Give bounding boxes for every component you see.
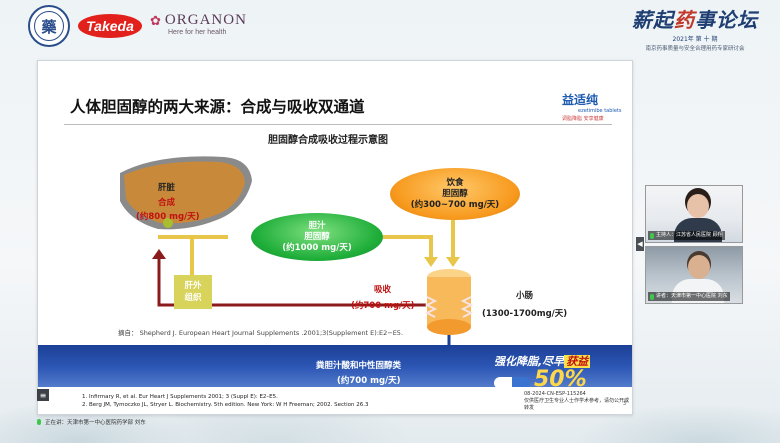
bottom-toolbar: 正在讲：天津市第一中心医院药学部 刘东: [37, 416, 742, 427]
promo-head-a: 强化降脂,: [494, 355, 543, 368]
diagram-citation: 摘自： Shepherd J. European Heart Journal S…: [118, 329, 404, 337]
forum-title-c: 药: [674, 8, 695, 32]
diet-amount: (约300~700 mg/天): [410, 199, 500, 210]
product-slogan: 调脂降脂 安享健康: [562, 116, 604, 122]
title-divider: [64, 124, 612, 125]
mic-icon: [650, 232, 654, 239]
active-speaker-text: 正在讲：天津市第一中心医院药学部 刘东: [45, 419, 146, 426]
doc-note: 仅供医疗卫生专业人士作学术参考，请勿公开或转发: [524, 398, 630, 411]
university-logo-char: 藥: [34, 11, 64, 41]
liver-shape: [120, 156, 252, 230]
video-label-text: 主持人：江苏省人民医院 顾翔: [656, 232, 723, 238]
promo-head-c: 获益: [564, 355, 591, 368]
slide-title: 人体胆固醇的两大来源：合成与吸收双通道: [70, 98, 365, 116]
reference-1: 1. Infirmary R, et al. Eur Heart J Suppl…: [82, 394, 278, 400]
promo-banner: 强化降脂,尽早获益 50%: [494, 353, 630, 392]
diet-cholesterol-node: 饮食 胆固醇 (约300~700 mg/天): [390, 168, 520, 220]
participant-head: [688, 255, 710, 279]
forum-edition: 2021年 第 十 期: [672, 36, 718, 43]
product-logo: 益适纯 ezetimibe tablets 调脂降脂 安享健康: [562, 91, 621, 122]
product-logo-en: ezetimibe tablets: [578, 108, 622, 114]
liver-label: 肝脏: [158, 183, 176, 193]
liver-synthesis-label: 合成: [158, 198, 176, 208]
bile-amount: (约1000 mg/天): [282, 242, 352, 253]
diet-line1: 饮食: [446, 177, 464, 188]
bile-cholesterol-node: 胆汁 胆固醇 (约1000 mg/天): [251, 213, 383, 261]
bile-line2: 胆固醇: [304, 231, 330, 242]
diagram-arrows: [120, 156, 474, 363]
gallbladder: [163, 218, 173, 228]
header-bar: 藥 Takeda ✿ORGANON Here for her health 薪起…: [0, 0, 780, 52]
organon-tagline: Here for her health: [168, 29, 227, 36]
intestine-label: 小肠: [516, 291, 534, 301]
bile-line1: 胆汁: [308, 220, 326, 231]
video-label: 讲者：天津市第一中心医院 刘东: [648, 292, 730, 301]
forum-brand: 薪起药事论坛 2021年 第 十 期 南京药事质量与安全合理用药专家研讨会: [630, 4, 760, 52]
forum-title-b: 起: [653, 8, 674, 32]
diet-line2: 胆固醇: [442, 188, 468, 199]
video-tile-host[interactable]: 主持人：江苏省人民医院 顾翔: [645, 185, 743, 243]
liver-synthesis-amount: (约800 mg/天): [136, 212, 200, 222]
diagram-title: 胆固醇合成吸收过程示意图: [268, 135, 388, 146]
organon-logo: ✿ORGANON Here for her health: [150, 12, 247, 36]
collapse-panel-button[interactable]: ◀: [636, 237, 644, 251]
capsule-icon: [494, 377, 530, 389]
document-id: 08-2024-CN-ESP-115264 仅供医疗卫生专业人士作学术参考，请勿…: [524, 391, 632, 412]
video-label: 主持人：江苏省人民医院 顾翔: [648, 231, 725, 240]
takeda-logo: Takeda: [78, 14, 142, 38]
extra-line1: 肝外: [184, 281, 202, 291]
forum-subtitle: 南京药事质量与安全合理用药专家研讨会: [645, 46, 745, 52]
video-tile-speaker[interactable]: 讲者：天津市第一中心医院 刘东: [645, 246, 743, 304]
absorb-label: 吸收: [374, 285, 392, 295]
references-area: [38, 387, 632, 414]
forum-title-d: 事论坛: [695, 8, 758, 32]
small-intestine: [424, 269, 474, 335]
fecal-amount: (约700 mg/天): [337, 376, 401, 386]
absorb-amount: (约700 mg/天): [351, 301, 415, 311]
organon-flower-icon: ✿: [150, 12, 162, 28]
forum-title-a: 薪: [632, 8, 653, 32]
doc-id-code: 08-2024-CN-ESP-115264: [524, 391, 586, 397]
fecal-label: 粪胆汁酸和中性固醇类: [316, 361, 402, 371]
organon-name: ORGANON: [164, 12, 247, 28]
extrahepatic-tissue-box: 肝外 组织: [174, 275, 212, 309]
reference-2: 2. Berg JM, Tymoczko JL, Stryer L. Bioch…: [82, 402, 369, 408]
mic-icon: [650, 293, 654, 300]
video-label-text: 讲者：天津市第一中心医院 刘东: [656, 293, 728, 299]
university-logo: 藥: [28, 5, 70, 47]
references: 1. Infirmary R, et al. Eur Heart J Suppl…: [82, 393, 369, 409]
promo-head-b: 尽早: [542, 355, 565, 368]
intestine-amount: (1300-1700mg/天): [482, 309, 568, 319]
presentation-slide: 人体胆固醇的两大来源：合成与吸收双通道 益适纯 ezetimibe tablet…: [37, 60, 633, 415]
menu-icon[interactable]: ≡: [37, 389, 49, 401]
product-logo-cn: 益适纯: [562, 93, 599, 107]
mic-icon: [37, 418, 41, 425]
extra-line2: 组织: [184, 293, 202, 303]
bottom-banner: [38, 345, 632, 391]
participant-head: [687, 194, 709, 218]
slide-number: 3: [622, 401, 626, 407]
